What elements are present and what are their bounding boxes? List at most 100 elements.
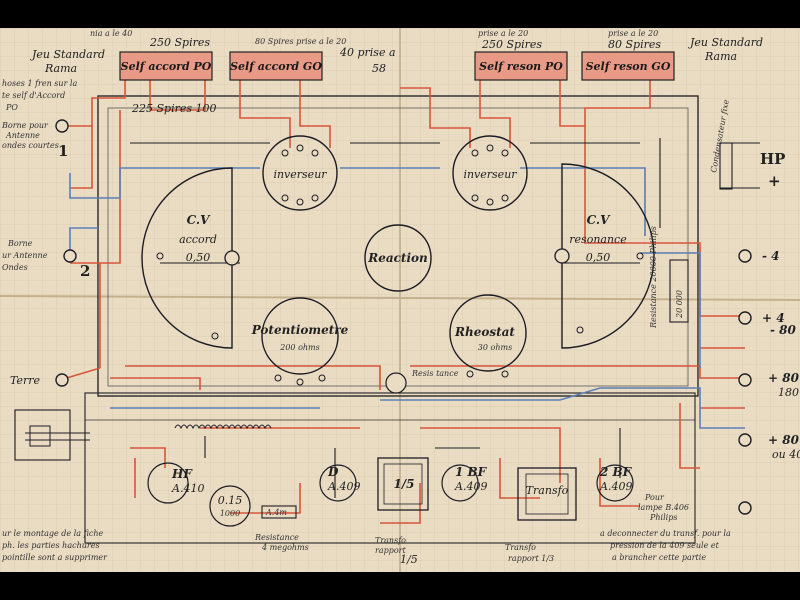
tube-2bf: 2 BF A.409 Pour lampe B.406 Philips [596,464,689,522]
transfo-2: Transfo [517,467,577,521]
transfo-1-5: 1/5 [377,457,429,511]
note-spires-4: 40 prise a [339,46,396,59]
plus-80b-sub: ou 40 [772,448,800,461]
note-borne-5: ur Antenne [2,251,48,260]
rheostat-label: Rheostat [454,325,515,339]
tube-1bf-ref: A.409 [454,480,487,493]
cv-accord-label-2: accord [179,233,217,246]
note-bottom-center-6: Transfo [505,543,536,552]
note-spires-10: 225 Spires 100 [131,102,217,115]
note-bottom-left-1: ur le montage de la fiche [2,529,104,538]
terminal-terre[interactable] [55,373,69,387]
capacitor-value: 0.15 [218,494,243,507]
note-bottom-center-5: 1/5 [400,553,418,566]
transfo-2-label: Transfo [526,484,569,497]
terminal-1-label: 1 [58,142,68,160]
terminal-plus-80[interactable] [738,373,752,387]
plus-80b-label: + 80 [768,433,800,447]
tube-2bf-ref: A.409 [599,480,632,493]
note-spires-8: prise a le 20 [608,29,658,38]
binding-posts [55,119,752,515]
note-bottom-center-7: rapport 1/3 [508,554,554,563]
tube-2bf-philips: Philips [649,513,677,522]
inverseur-right-label: inverseur [463,168,517,181]
resistor-20000: 20 000 [669,259,689,323]
note-left-3: PO [5,103,18,112]
tube-d-label: D [327,465,339,479]
terminal-antenna-oc[interactable] [55,119,69,133]
potentiometre-label: Potentiometre [251,323,349,337]
note-bottom-center-2: 4 megohms [261,543,309,552]
minus-80-label: - 80 [770,323,797,337]
note-left-1: hoses 1 fren sur la [2,79,77,88]
small-resistance-label: Resis tance [411,369,459,378]
hp-label: HP [760,150,785,168]
terminal-antenna-2[interactable] [63,249,77,263]
note-bottom-right-3: a brancher cette partie [612,553,706,562]
capacitor-value-2: 1000 [220,509,240,518]
cv-accord-value: 0,50 [186,251,211,264]
tube-hf-ref: A.410 [171,482,204,495]
terminal-plus-4[interactable] [738,311,752,325]
note-bottom-left-2: ph. les parties hachures [2,541,100,550]
note-bottom-right-1: a deconnecter du transf. pour la [600,529,731,538]
note-bottom-center-3: Transfo [375,536,406,545]
note-spires-2: 250 Spires [149,36,210,49]
tube-2bf-label: 2 BF [599,465,633,479]
self-reson-go-box: Self reson GO [581,51,675,81]
self-accord-go-label: Self accord GO [230,60,322,73]
note-left-2: te self d'Accord [2,91,65,100]
minus-4-label: - 4 [762,249,780,263]
note-bottom-left-3: pointille sont a supprimer [2,553,108,562]
chassis-outline [97,95,699,397]
cv-accord-label-1: C.V [187,213,212,227]
tube-1bf: 1 BF A.409 [441,464,488,502]
reaction-knob: Reaction [364,224,432,292]
tube-hf-label: HF [171,467,193,481]
plus-4-label: + 4 [762,311,785,325]
note-bottom-right-2: pression de la 409 seule et [610,541,720,550]
terre-label: Terre [10,374,41,387]
tube-hf: HF A.410 [147,462,204,504]
note-borne-2: Antenne [5,131,40,140]
terminal-2-label: 2 [80,262,90,280]
tube-1bf-label: 1 BF [455,465,488,479]
note-top-left-1: Jeu Standard [30,48,105,61]
resistor-note: Resistance 20000 Philips [649,226,658,329]
coil-squiggle [174,424,272,430]
note-top-left-2: Rama [44,62,77,75]
inverseur-right: inverseur [452,135,528,211]
resistor-a4m: A.4m [261,505,297,519]
note-borne-6: Ondes [2,263,28,272]
terminal-extra[interactable] [738,501,752,515]
note-top-right-2: Rama [704,50,737,63]
tube-2bf-pour: Pour [644,493,665,502]
note-spires-5: 58 [372,62,386,75]
terminal-plus-80b[interactable] [738,433,752,447]
small-resistance: Resis tance [385,369,459,394]
inverseur-left-label: inverseur [273,168,327,181]
rheostat-sub: 30 ohms [478,343,512,352]
cv-resonance-value: 0,50 [586,251,611,264]
note-spires-6: prise a le 20 [478,29,528,38]
jack-plug [14,409,90,461]
note-borne-1: Borne pour [1,121,49,130]
self-reson-po-box: Self reson PO [474,51,568,81]
terminal-minus-4[interactable] [738,249,752,263]
note-spires-7: 250 Spires [481,38,542,51]
plus-80-sub: 180 [778,386,799,399]
note-spires-3: 80 Spires prise a le 20 [255,37,346,46]
cv-resonance: C.V resonance 0,50 [554,163,655,349]
tube-d: D A.409 [319,464,360,502]
reaction-label: Reaction [367,251,428,265]
capacitor-block: 0.15 1000 [209,485,251,527]
cv-resonance-label-2: resonance [569,233,627,246]
self-reson-go-label: Self reson GO [586,60,671,73]
resistor-a4m-label: A.4m [265,508,287,517]
tube-d-ref: A.409 [327,480,360,493]
note-bottom-center-4: rapport [375,546,406,555]
note-borne-3: ondes courtes [2,141,59,150]
self-accord-go-box: Self accord GO [229,51,323,81]
fold-line-horizontal [0,295,800,301]
